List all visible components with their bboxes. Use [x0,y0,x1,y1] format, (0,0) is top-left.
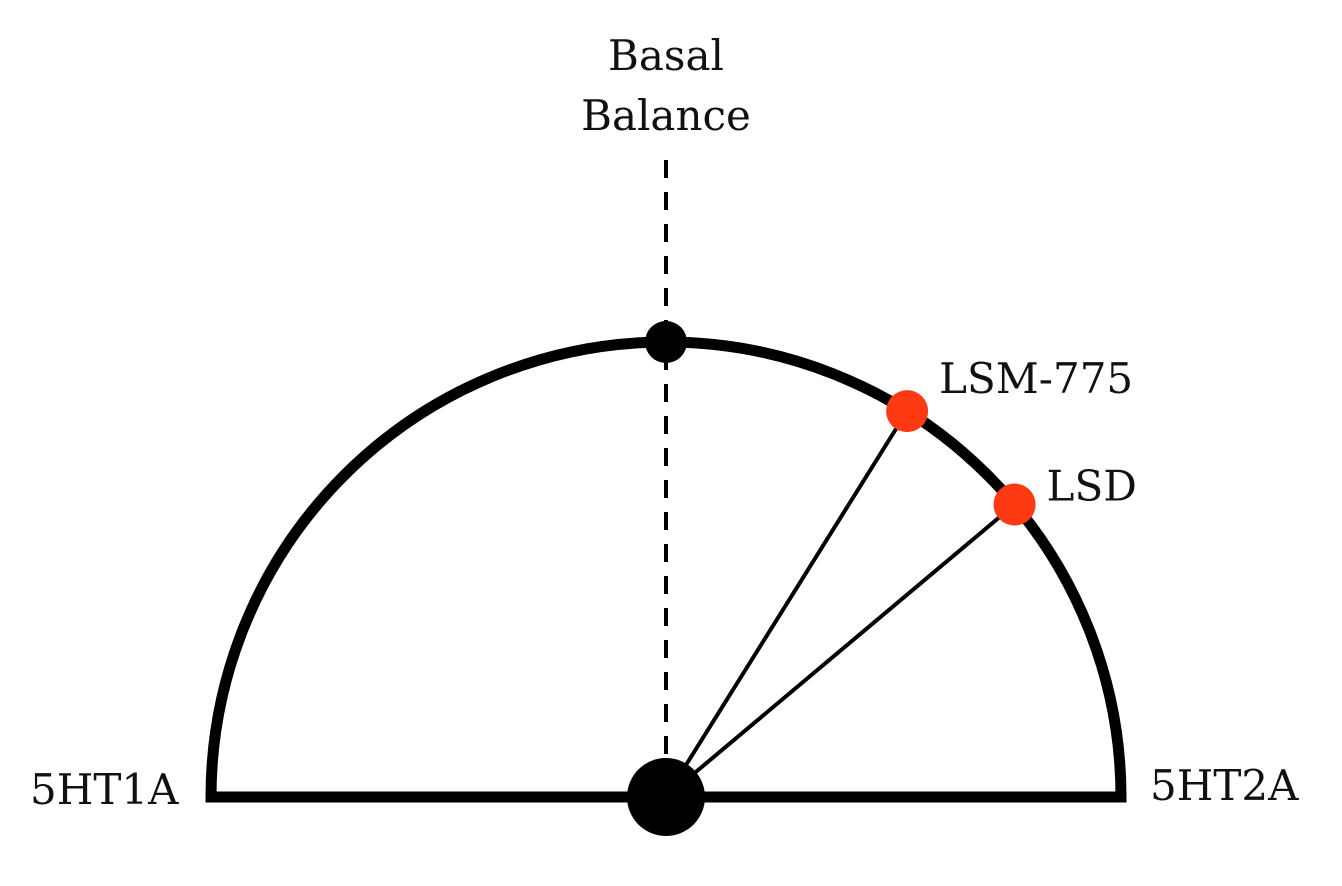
left-axis-label: 5HT1A [30,765,179,814]
point-marker-1 [993,483,1036,526]
ray-1 [664,502,1016,799]
center-dot [627,758,705,836]
semicircle-outline [205,336,1127,803]
right-axis-label: 5HT2A [1150,761,1299,810]
top-label-line2: Balance [581,91,751,140]
ray-group [664,410,1016,799]
top-label-line1: Basal [608,31,724,80]
ray-0 [664,410,909,799]
basal-balance-dot [645,321,687,363]
point-marker-0 [886,390,929,433]
point-label-0: LSM-775 [939,354,1133,403]
point-label-1: LSD [1047,462,1137,511]
